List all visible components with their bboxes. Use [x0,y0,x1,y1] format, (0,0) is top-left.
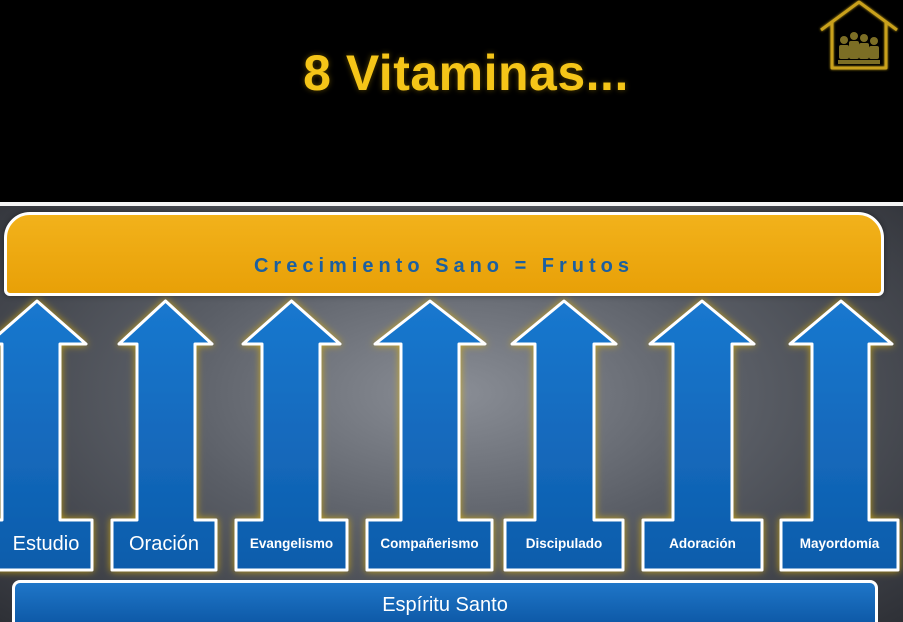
holy-spirit-base-text: Espíritu Santo [382,594,508,616]
slide-title: 8 Vitaminas... [303,45,629,101]
slide-header: 8 Vitaminas... [0,0,903,202]
arrow-estudio [0,299,94,572]
arrow-label: Mayordomía [799,536,880,551]
arrow-mayordomía [779,299,900,572]
arrow-label: Compañerismo [380,536,479,551]
arrow-label: Estudio [12,533,80,555]
house-family-icon [820,0,898,70]
arrow-evangelismo [234,299,349,572]
arrow-oración [110,299,218,572]
arrow-label: Adoración [669,536,736,551]
growth-banner: Crecimiento Sano = Frutos [4,212,884,296]
arrow-label: Discipulado [525,536,603,551]
arrow-adoración [641,299,764,572]
arrow-label: Oración [128,533,200,555]
arrow-discipulado [503,299,625,572]
arrows-layer [0,299,900,572]
arrow-label: Evangelismo [249,536,334,551]
header-divider [0,202,903,206]
arrow-compañerismo [365,299,494,572]
growth-banner-text: Crecimiento Sano = Frutos [253,255,635,277]
holy-spirit-base: Espíritu Santo [12,580,878,622]
